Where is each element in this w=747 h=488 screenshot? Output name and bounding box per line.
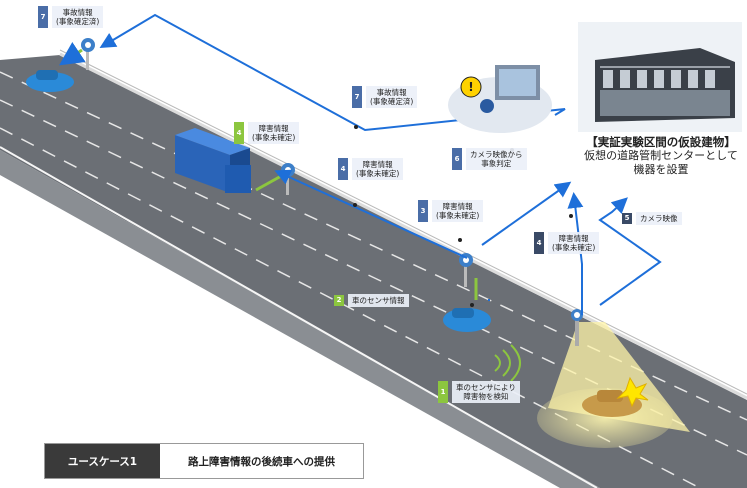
label-4-truck-line1: 障害情報 <box>258 124 289 133</box>
label-7-mid-line1: 事故情報 <box>376 88 407 97</box>
camera-pole-icon <box>571 309 583 346</box>
sensing-car-icon <box>443 308 491 332</box>
usecase-title: 路上障害情報の後続車への提供 <box>160 444 363 478</box>
communication-arrows <box>99 13 662 315</box>
label-1: 1 車のセンサにより障害物を検知 <box>438 381 520 403</box>
label-7-mid: 7 事故情報(事象確定済) <box>352 86 418 108</box>
label-4-truck: 4 障害情報(事象未確定) <box>234 122 300 144</box>
label-4-road-line2: (事象未確定) <box>356 169 400 178</box>
label-1-line2: 障害物を検知 <box>463 392 509 401</box>
control-room-icon: ! <box>448 65 552 133</box>
building-caption-line1: 仮想の道路管制センターとして <box>584 149 738 162</box>
label-7-top-line1: 事故情報 <box>62 8 93 17</box>
label-4-center: 4 障害情報(事象未確定) <box>534 232 600 254</box>
building-caption: 【実証実験区間の仮設建物】 仮想の道路管制センターとして 機器を設置 <box>577 135 745 177</box>
label-3: 3 障害情報(事象未確定) <box>418 200 484 222</box>
label-4-road: 4 障害情報(事象未確定) <box>338 158 404 180</box>
label-5: 5 カメラ映像 <box>622 212 682 225</box>
label-6-line1: カメラ映像から <box>470 150 523 159</box>
building-caption-title: 【実証実験区間の仮設建物】 <box>586 135 736 149</box>
label-4-road-line1: 障害情報 <box>362 160 393 169</box>
temporary-building-image <box>578 22 742 132</box>
sensor-waves-icon <box>494 344 521 382</box>
label-7-top: 7 事故情報(事象確定済) <box>38 6 104 28</box>
svg-text:!: ! <box>468 80 473 94</box>
usecase-banner: ユースケース1 路上障害情報の後続車への提供 <box>44 443 364 479</box>
usecase-label: ユースケース1 <box>45 444 160 478</box>
label-7-mid-line2: (事象確定済) <box>370 97 414 106</box>
truck-icon <box>175 128 251 193</box>
label-4-truck-line2: (事象未確定) <box>252 133 296 142</box>
label-4-center-line2: (事象未確定) <box>552 243 596 252</box>
building-caption-line2: 機器を設置 <box>633 163 689 176</box>
accident-car-icon <box>582 376 649 417</box>
label-3-line2: (事象未確定) <box>436 211 480 220</box>
label-1-line1: 車のセンサにより <box>456 383 516 392</box>
label-7-top-line2: (事象確定済) <box>56 17 100 26</box>
far-car-icon <box>26 70 74 92</box>
label-6: 6 カメラ映像から事象判定 <box>452 148 527 170</box>
label-4-center-line1: 障害情報 <box>558 234 589 243</box>
label-3-line1: 障害情報 <box>442 202 473 211</box>
label-6-line2: 事象判定 <box>481 159 512 168</box>
label-2: 2 車のセンサ情報 <box>334 294 409 307</box>
